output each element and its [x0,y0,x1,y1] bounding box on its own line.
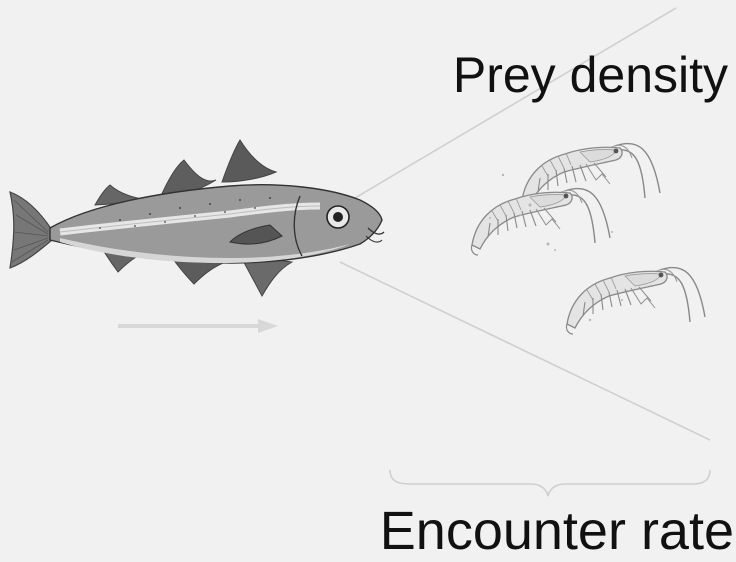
arrow-right-icon [118,319,278,333]
prey-density-label: Prey density [453,46,728,104]
krill-icon [566,267,705,334]
horizontal-brace-icon [390,470,710,496]
view-line-lower [340,262,710,440]
krill-icon [471,188,610,255]
encounter-rate-label: Encounter rate [380,500,734,562]
cod-fish-icon [10,140,384,296]
